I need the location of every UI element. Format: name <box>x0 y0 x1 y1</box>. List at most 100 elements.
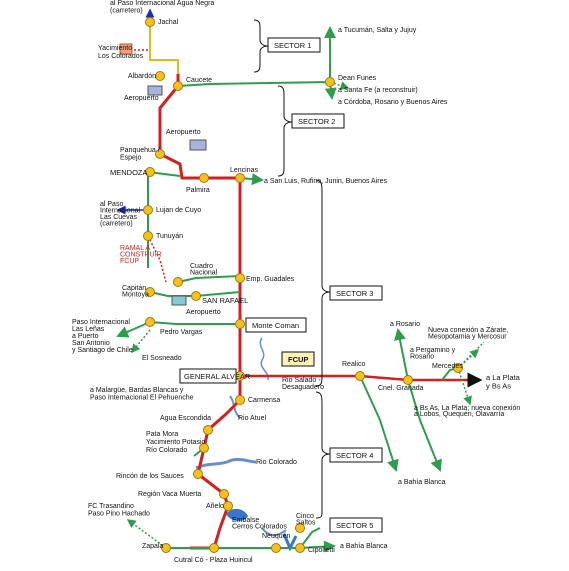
station-lujan <box>143 205 153 215</box>
sector-boxes <box>179 37 383 533</box>
sector-1-label: SECTOR 1 <box>274 41 311 50</box>
station-zapala <box>161 543 171 553</box>
sector-1-box <box>267 37 321 53</box>
label-paso-agua-negra-line: al Paso Internacional Agua Negra <box>110 0 214 7</box>
label-cipolletti: Cipolletti <box>308 547 335 554</box>
multiline-labels: al Paso Internacional Agua Negra(carrete… <box>72 0 521 531</box>
station-anelo <box>223 501 233 511</box>
label-nueva-conexion-line: Nueva conexión a Zárate, <box>428 327 508 334</box>
label-yacimiento-colorados-line: Los Colorados <box>98 53 144 60</box>
station-carmensa <box>235 395 245 405</box>
station-cnel-granada <box>403 375 413 385</box>
label-rosario: a Rosario <box>390 321 420 328</box>
airport-icon-3 <box>171 295 187 306</box>
label-palmira: Palmira <box>186 187 210 194</box>
label-cinco-saltos-line: Cinco <box>296 513 314 520</box>
label-caucete: Caucete <box>186 77 212 84</box>
station-emp-guadales <box>235 273 245 283</box>
label-rio-salado: Rio Salado -Desaguadero <box>282 377 324 391</box>
station-tunuyan <box>143 231 153 241</box>
station-neuquen <box>271 543 281 553</box>
sector-brackets <box>253 19 331 519</box>
label-nueva-conexion-line: Mesopotamia y Mercosur <box>428 334 507 341</box>
label-capitan-montoya-line: Montoya <box>122 292 149 299</box>
embalse-lake <box>226 508 248 521</box>
station-cipolletti <box>295 543 305 553</box>
sector-5-label: SECTOR 5 <box>336 521 373 530</box>
label-paso-lenas-line: a Puerto <box>72 333 99 340</box>
label-tunuyan: Tunuyán <box>156 233 183 240</box>
label-agua-escondida: Agua Escondida <box>160 415 211 422</box>
monte-coman-box <box>245 317 307 333</box>
station-cuadro-nacional <box>173 277 183 287</box>
station-pedro-vargas <box>145 317 155 327</box>
label-mendoza: MENDOZA <box>110 168 148 177</box>
station-monte-coman <box>235 319 245 329</box>
label-rio-atuel: Rio Atuel <box>238 415 266 422</box>
label-cnel-granada: Cnel. Granada <box>378 385 424 392</box>
label-pergamino-line: Rosario <box>410 354 434 361</box>
label-embalse-line: Embalse <box>232 517 259 524</box>
green-line-caucete-dean-funes <box>177 81 331 87</box>
label-anelo: Añelo <box>206 503 224 510</box>
label-santa-fe: a Santa Fe (a reconstruir) <box>338 87 418 94</box>
green-line-pedro-vargas <box>149 321 240 325</box>
label-paso-cuevas-line: al Paso <box>100 201 123 208</box>
station-lencinas <box>235 173 245 183</box>
label-aeropuerto-3: Aeropuerto <box>186 309 221 316</box>
label-panquehua-line: Espejo <box>120 155 142 162</box>
label-la-plata-line: y Bs As <box>486 382 511 391</box>
rio-colorado-river <box>195 457 257 470</box>
label-monte-coman: Monte Coman <box>252 321 299 330</box>
dotted-bs-as <box>457 367 472 406</box>
label-rincon-sauces: Rincón de los Sauces <box>116 473 184 480</box>
station-mercedes <box>453 363 463 373</box>
green-line-pedro-vargas-west <box>116 321 151 338</box>
sector-5-box <box>329 517 383 533</box>
label-embalse-line: Cerros Colorados <box>232 524 287 531</box>
label-mercedes: Mercedes <box>432 363 463 370</box>
station-san-rafael <box>191 291 201 301</box>
airport-icon-2 <box>189 139 207 151</box>
label-rio-colorado: Rio Colorado <box>256 459 297 466</box>
bracket-sector-3 <box>315 179 331 387</box>
label-fc-trasandino-line: Paso Pino Hachado <box>88 511 150 518</box>
station-panquehua <box>155 149 165 159</box>
label-general-alvear: GENERAL ALVEAR <box>184 372 251 381</box>
label-paso-agua-negra-line: (carretero) <box>110 8 143 15</box>
station-caucete <box>173 81 183 91</box>
label-yacimiento-colorados-line: Yacimiento <box>98 45 132 52</box>
label-la-plata-line: a La Plata <box>486 373 521 382</box>
sector-3-box <box>329 285 383 301</box>
label-capitan-montoya-line: Capitán <box>122 285 146 292</box>
bracket-sector-4 <box>315 391 331 519</box>
label-cordoba: a Córdoba, Rosario y Buenos Aires <box>338 99 448 106</box>
label-rio-salado-line: Rio Salado - <box>282 377 321 384</box>
label-aeropuerto-2: Aeropuerto <box>166 129 201 136</box>
label-paso-cuevas-line: (carretero) <box>100 221 133 228</box>
station-realico <box>355 371 365 381</box>
label-paso-agua-negra: al Paso Internacional Agua Negra(carrete… <box>110 0 214 15</box>
label-panquehua-line: Panquehua / <box>120 147 160 154</box>
label-panquehua: Panquehua /Espejo <box>120 147 160 162</box>
sector-2-box <box>291 113 345 129</box>
station-vaca-muerta <box>219 489 229 499</box>
label-realico: Realico <box>342 361 365 368</box>
label-cinco-saltos-line: Saltos <box>296 520 316 527</box>
label-pata-mora-line: Yacimiento Potasio <box>146 439 206 446</box>
station-cinco-saltos <box>295 523 305 533</box>
label-lujan: Lujan de Cuyo <box>156 207 201 214</box>
bracket-sector-2 <box>277 85 293 177</box>
label-rio-salado-line: Desaguadero <box>282 384 324 391</box>
label-paso-lenas-line: Las Leñas <box>72 326 105 333</box>
label-malargue-line: a Malargüe, Bardas Blancas y <box>90 387 184 394</box>
